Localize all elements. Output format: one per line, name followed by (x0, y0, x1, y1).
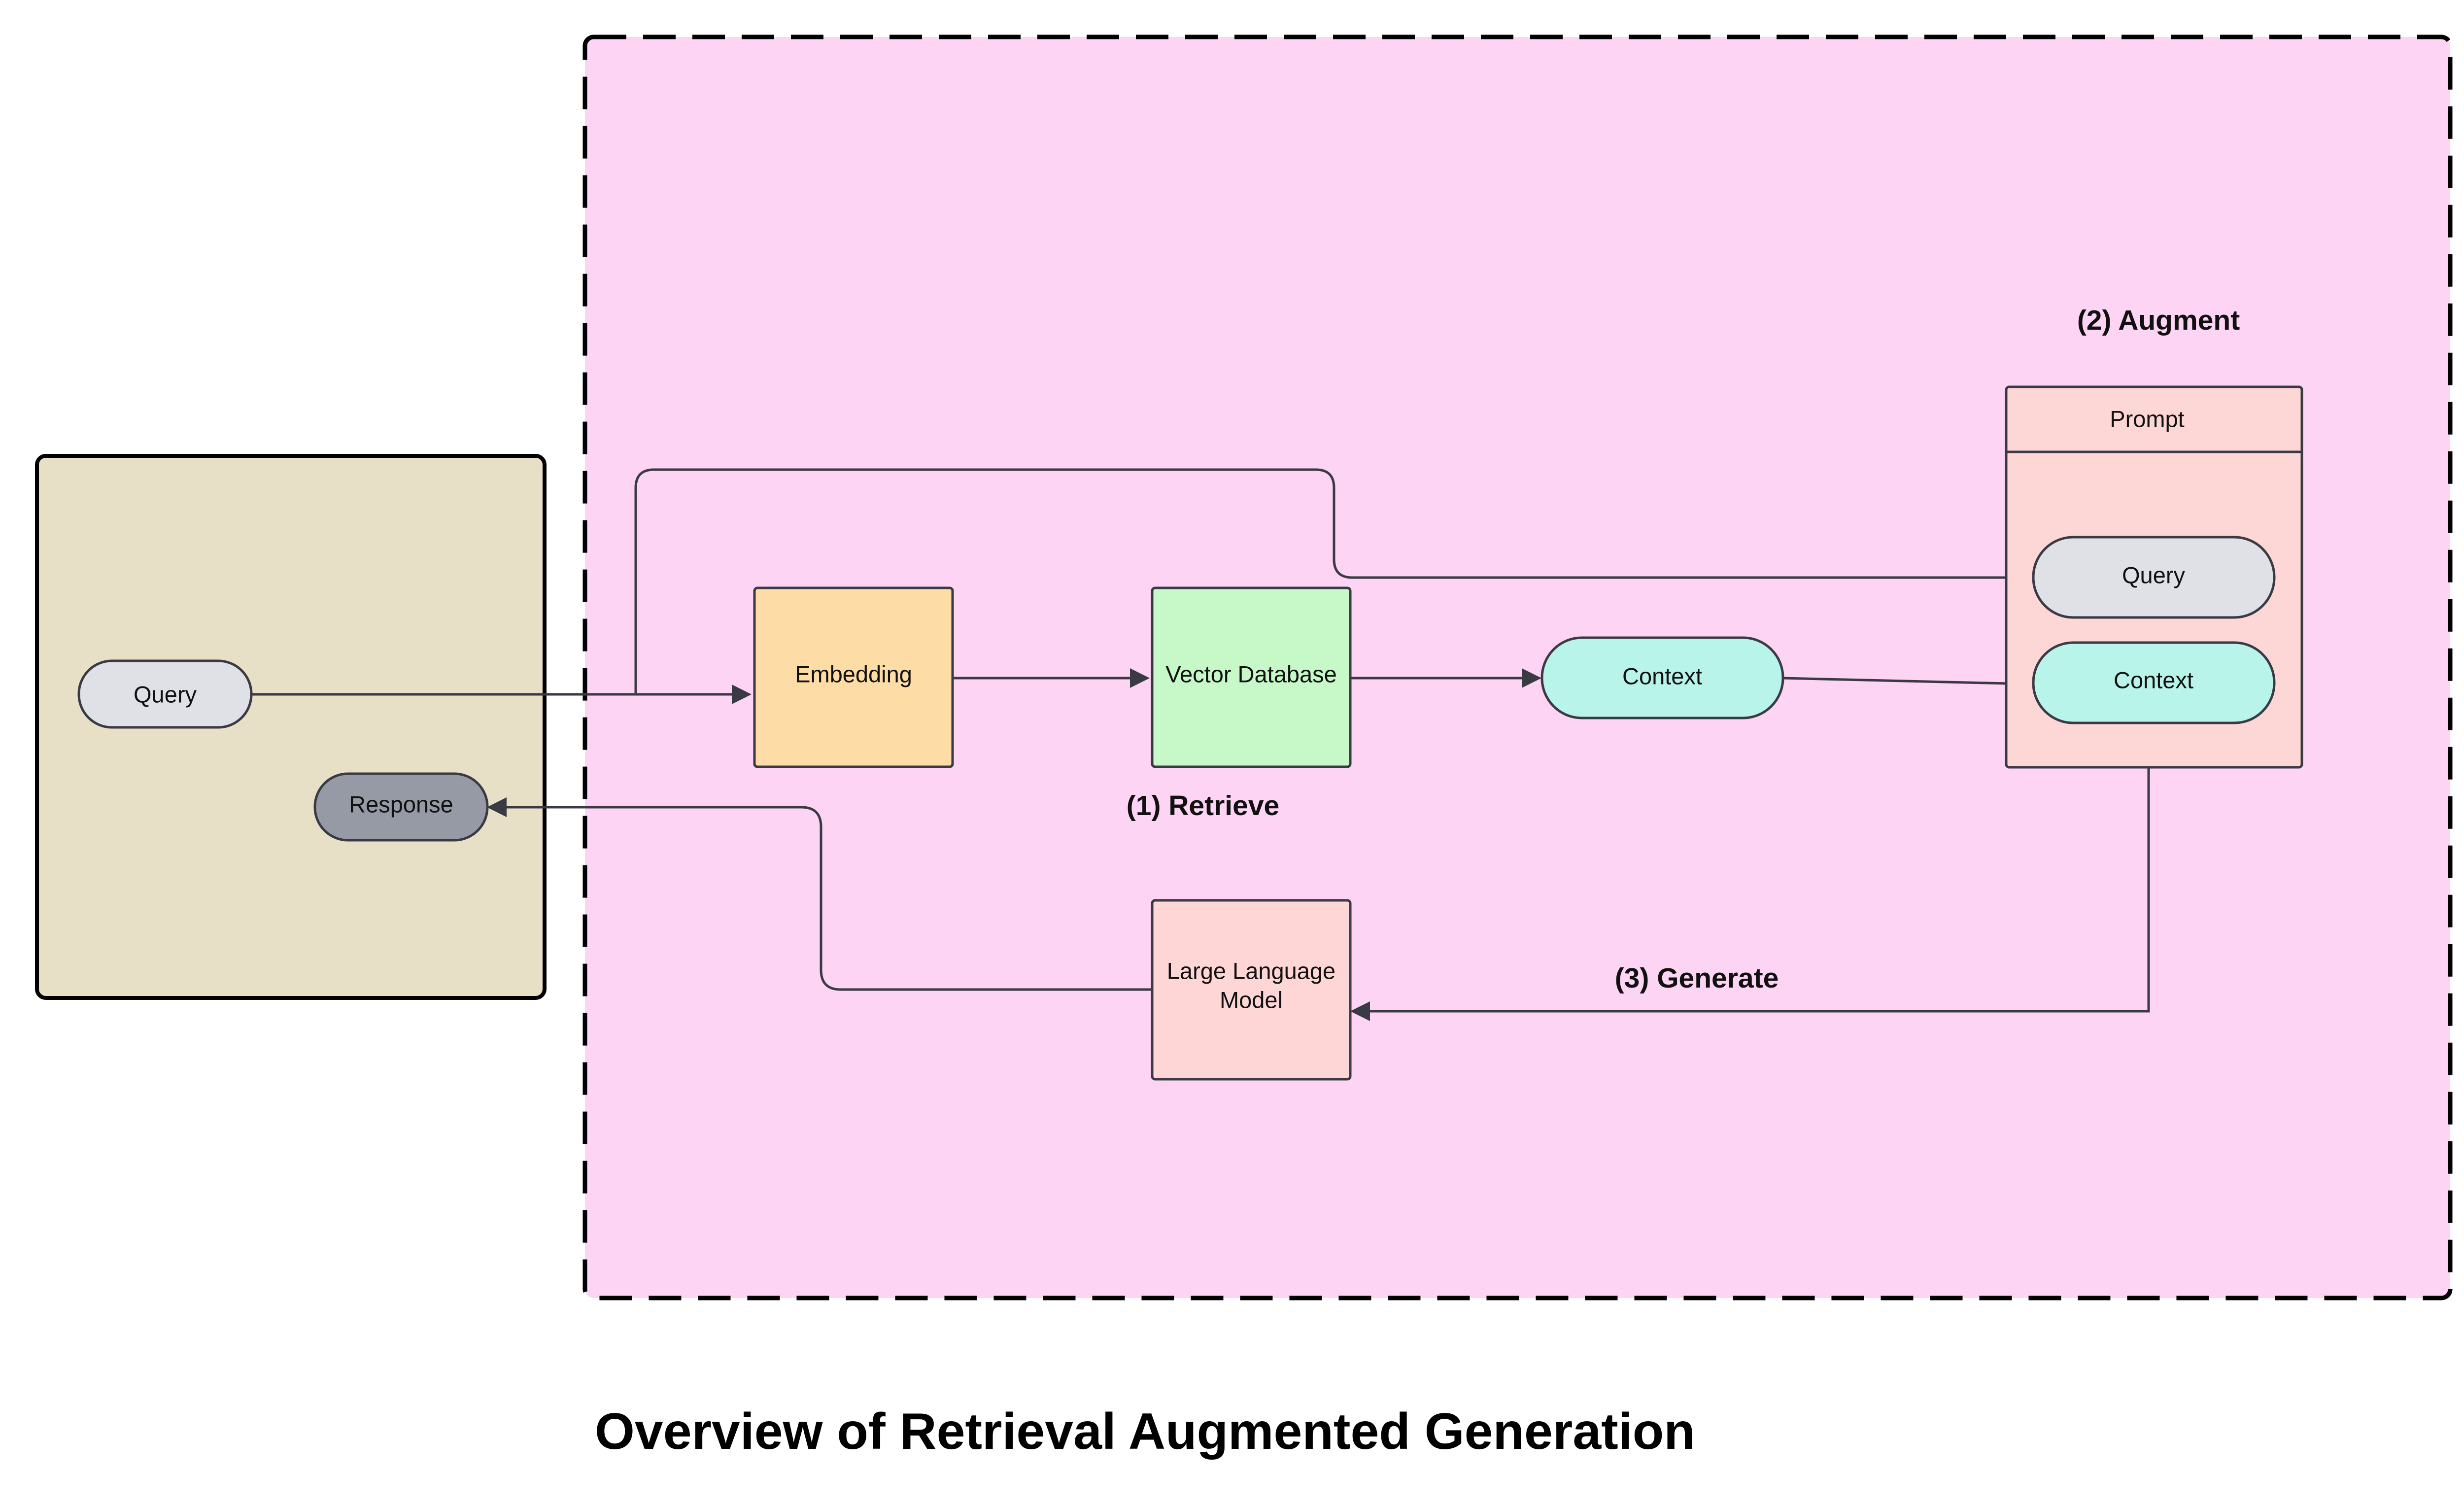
rag-pipeline-region (582, 34, 2453, 1300)
connectors (250, 468, 2150, 1021)
connector-query-to-prompt (634, 468, 2030, 694)
connector-context-to-prompt (1782, 674, 2030, 694)
prompt-context-pill[interactable] (2032, 641, 2276, 724)
vector-database-node[interactable] (1151, 586, 1352, 768)
embedding-label: Embedding (795, 661, 912, 687)
phase-augment-label: (2) Augment (2077, 305, 2240, 336)
prompt-query-label: Query (2122, 562, 2185, 588)
query-pill[interactable] (77, 659, 253, 729)
prompt-header: Prompt (2110, 406, 2185, 432)
response-pill-label: Response (349, 791, 453, 818)
connector-prompt-to-llm (1350, 723, 2150, 1021)
context-node[interactable] (1540, 636, 1784, 719)
vector-database-label: Vector Database (1165, 661, 1337, 687)
prompt-query-pill[interactable] (2032, 536, 2276, 619)
phase-generate-label: (3) Generate (1615, 962, 1779, 994)
phase-retrieve-label: (1) Retrieve (1127, 790, 1279, 821)
query-pill-label: Query (134, 682, 197, 708)
context-label: Context (1622, 663, 1702, 689)
llm-label-line2: Model (1220, 987, 1283, 1013)
connector-llm-to-response (487, 797, 1152, 991)
llm-node[interactable] (1151, 899, 1352, 1081)
client-region (35, 454, 547, 1000)
llm-label-line1: Large Language (1167, 958, 1335, 984)
embedding-node[interactable] (753, 586, 954, 768)
prompt-context-label: Context (2114, 667, 2193, 693)
diagram-title: Overview of Retrieval Augmented Generati… (595, 1403, 1695, 1460)
response-pill[interactable] (313, 772, 489, 842)
